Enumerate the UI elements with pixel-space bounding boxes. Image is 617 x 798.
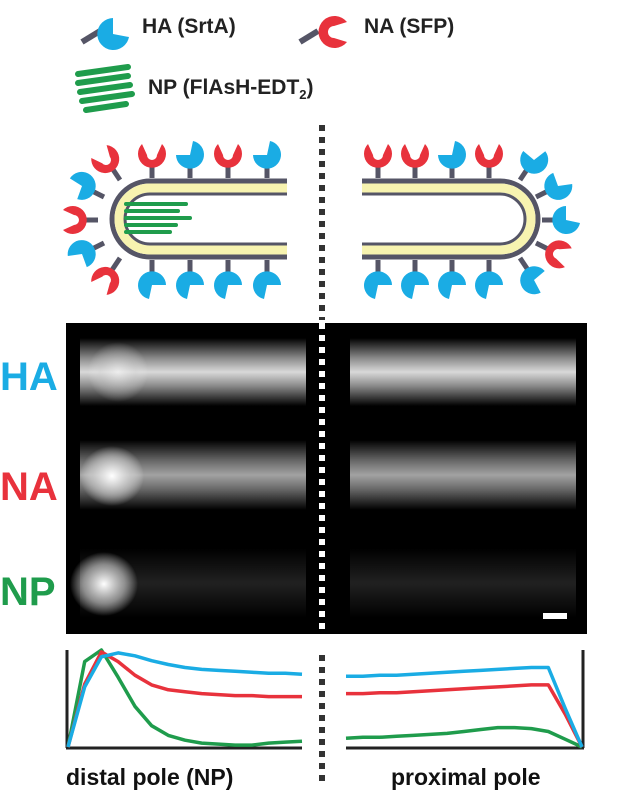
na-legend-label: NA (SFP)	[364, 15, 455, 38]
row-label-na: NA	[0, 465, 58, 509]
na-legend-icon	[298, 16, 347, 48]
np-legend-label-tail: )	[306, 76, 314, 99]
left-virion	[63, 141, 287, 299]
row-label-np: NP	[0, 570, 56, 614]
ha-legend-label: HA (SrtA)	[142, 15, 236, 38]
right-virion	[362, 140, 580, 300]
np-legend-label-sub: 2	[299, 87, 307, 103]
np-profile-proximal	[345, 725, 583, 749]
np-rods	[124, 202, 192, 234]
np-legend-label: NP (FlAsH-EDT2)	[148, 76, 314, 102]
np-legend-label-main: NP (FlAsH-EDT	[148, 76, 300, 99]
ha-band-right	[350, 338, 576, 406]
np-profile-distal	[66, 648, 303, 748]
micrograph-panel	[66, 323, 587, 634]
ha-profile-distal	[66, 651, 303, 748]
distal-pole-label: distal pole (NP)	[66, 764, 234, 790]
proximal-pole-label: proximal pole	[391, 764, 541, 790]
ha-legend-icon	[80, 18, 129, 50]
na-band-right	[350, 440, 576, 510]
scale-bar	[543, 613, 567, 619]
virion-schematic	[63, 125, 580, 320]
np-legend-icon	[75, 64, 135, 113]
na-profile-proximal	[346, 683, 584, 748]
legend-graphics	[75, 16, 347, 113]
np-band-right	[350, 548, 576, 618]
row-label-ha: HA	[0, 355, 58, 399]
ha-profile-proximal	[346, 665, 584, 748]
